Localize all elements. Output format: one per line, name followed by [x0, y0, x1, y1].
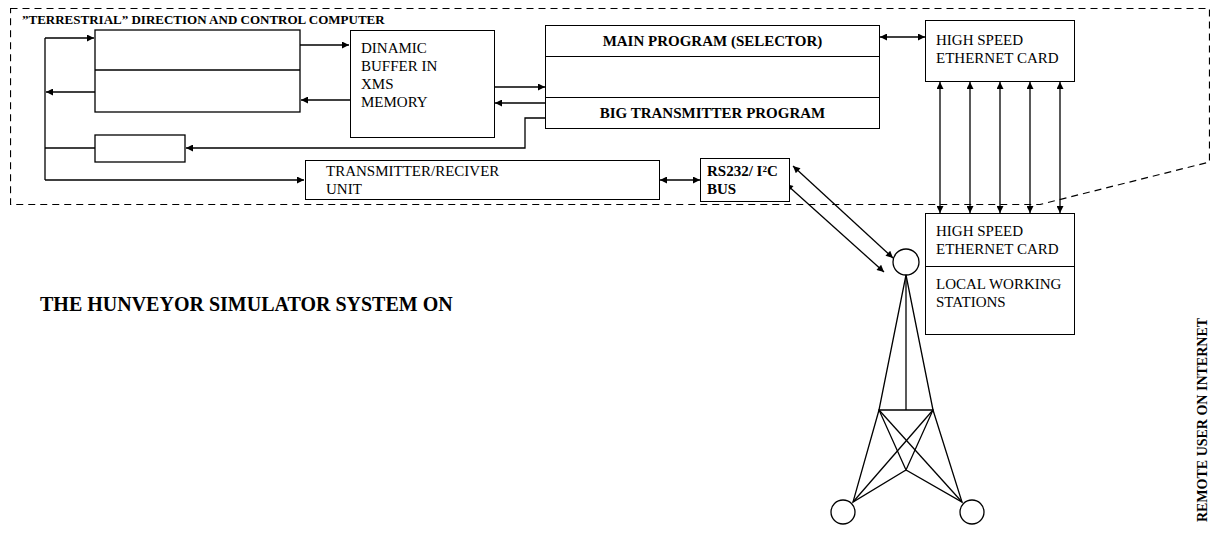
process-box: DINAMIC BUFFER IN XMS MEMORY	[350, 30, 495, 138]
block-arrow	[300, 44, 349, 45]
connector-arrow	[969, 82, 970, 213]
process-box: RS232/ I²C BUS	[700, 158, 790, 202]
process-box: HIGH SPEED ETHERNET CARD	[925, 20, 1075, 82]
connector-arrow	[1029, 82, 1030, 213]
bus-line	[44, 38, 45, 180]
connector-arrow	[495, 86, 545, 87]
process-box: MAIN PROGRAM (SELECTOR) BIG TRANSMITTER P…	[545, 25, 880, 129]
connector-arrow	[660, 179, 700, 180]
bus-wire	[45, 147, 95, 148]
block-divider	[95, 69, 300, 70]
connector-arrow	[1059, 82, 1060, 213]
memory-block	[95, 30, 300, 112]
bus-arrow	[46, 91, 95, 92]
bus-arrow	[45, 179, 304, 180]
empty-row	[546, 56, 879, 98]
rover-foot	[893, 249, 919, 275]
connector-arrow	[880, 36, 925, 37]
diagram-title: THE HUNVEYOR SIMULATOR SYSTEM ON	[40, 292, 453, 316]
rover-foot	[831, 500, 855, 524]
dashed-boundary	[11, 9, 1210, 205]
program-row: MAIN PROGRAM (SELECTOR)	[546, 26, 879, 56]
small-block	[95, 135, 185, 162]
process-box: TRANSMITTER/RECIVER UNIT	[305, 160, 660, 200]
rover-strut	[905, 275, 906, 410]
region-title: ”TERRESTRIAL” DIRECTION AND CONTROL COMP…	[22, 11, 385, 29]
station-label: LOCAL WORKING STATIONS	[926, 267, 1074, 319]
box-label: TRANSMITTER/RECIVER UNIT	[326, 162, 536, 198]
rover-strut	[853, 410, 933, 502]
process-box: HIGH SPEED ETHERNET CARDLOCAL WORKING ST…	[925, 213, 1075, 335]
radio-link	[786, 184, 884, 272]
radio-link	[793, 166, 893, 258]
connector-arrow	[495, 102, 545, 103]
box-label: HIGH SPEED ETHERNET CARD	[936, 31, 1064, 67]
card-label: HIGH SPEED ETHERNET CARD	[926, 214, 1074, 267]
side-label: REMOTE USER ON INTERNET	[1194, 318, 1212, 522]
connector-arrow	[939, 82, 940, 213]
computer-region: ”TERRESTRIAL” DIRECTION AND CONTROL COMP…	[10, 8, 1210, 205]
bus-arrow	[45, 37, 94, 38]
block-arrow	[301, 99, 350, 100]
box-label: RS232/ I²C BUS	[707, 162, 783, 198]
connector-arrow	[999, 82, 1000, 213]
program-row: BIG TRANSMITTER PROGRAM	[546, 98, 879, 128]
box-label: DINAMIC BUFFER IN XMS MEMORY	[361, 39, 441, 111]
rover-foot	[960, 500, 984, 524]
